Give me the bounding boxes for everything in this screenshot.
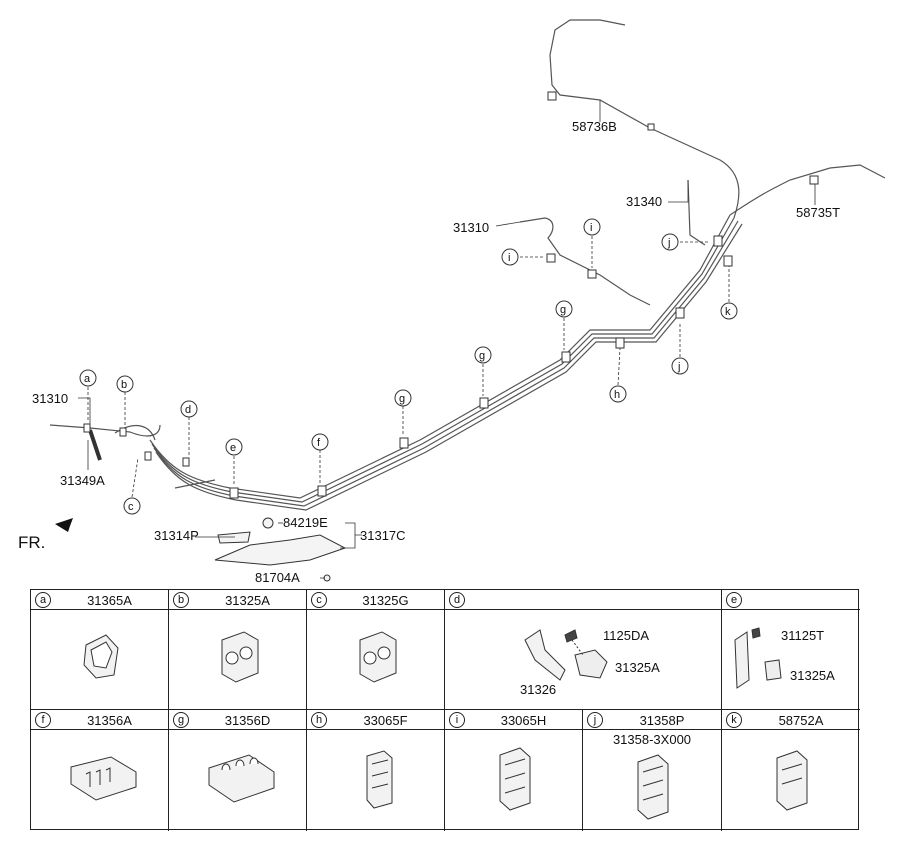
- legend-part-c: 31325G: [362, 593, 409, 608]
- part-label-84219E: 84219E: [283, 515, 328, 530]
- legend-cell-f: f 31356A: [31, 710, 169, 831]
- legend-cell-e: e 31125T 31325A: [722, 590, 860, 710]
- legend-callout-31325A-d: 31325A: [615, 660, 660, 675]
- clip-31325A-icon: [221, 631, 259, 683]
- part-label-31310-right: 31310: [453, 220, 489, 235]
- legend-letter-j: j: [587, 712, 603, 728]
- legend-letter-i: i: [449, 712, 465, 728]
- svg-text:g: g: [479, 350, 485, 362]
- legend-letter-b: b: [173, 592, 189, 608]
- legend-cell-c: c 31325G: [307, 590, 445, 710]
- main-fuel-lines: [149, 214, 743, 511]
- legend-callout-1125DA: 1125DA: [603, 628, 650, 643]
- part-label-31340: 31340: [626, 194, 662, 209]
- legend-letter-g: g: [173, 712, 189, 728]
- part-label-58735T: 58735T: [796, 205, 840, 220]
- svg-text:j: j: [677, 361, 680, 373]
- part-label-31349A: 31349A: [60, 473, 105, 488]
- clip-58752A-icon: [776, 750, 808, 811]
- clip-callout-j2: j: [671, 357, 689, 375]
- clip-31365A-icon: [83, 634, 119, 679]
- clip-31356A-icon: [70, 756, 137, 801]
- legend-letter-f: f: [35, 712, 51, 728]
- legend-letter-e: e: [726, 592, 742, 608]
- svg-text:j: j: [667, 237, 670, 249]
- clip-31325G-icon: [359, 631, 397, 683]
- svg-text:g: g: [399, 393, 405, 405]
- legend-part-h: 33065F: [363, 713, 408, 728]
- clip-callout-a: a: [79, 369, 97, 387]
- clip-callout-d: d: [180, 400, 198, 418]
- svg-text:d: d: [185, 404, 191, 416]
- front-label: FR.: [18, 533, 45, 552]
- front-arrow-icon: [55, 518, 73, 532]
- clip-callout-g1: g: [394, 389, 412, 407]
- legend-sub-part-j: 31358-3X000: [612, 732, 692, 747]
- clip-callout-f: f: [311, 433, 329, 451]
- legend-letter-a: a: [35, 592, 51, 608]
- part-label-31314P: 31314P: [154, 528, 199, 543]
- legend-callout-31325A-e: 31325A: [790, 668, 835, 683]
- svg-text:g: g: [560, 304, 566, 316]
- svg-text:e: e: [230, 442, 236, 454]
- fuel-line-diagram: FR. 31310 31349A 31314P 84219E 31317C 81…: [18, 19, 886, 585]
- heat-shield: [214, 517, 347, 582]
- legend-letter-c: c: [311, 592, 327, 608]
- svg-text:c: c: [128, 501, 134, 513]
- clip-callout-b: b: [116, 375, 134, 393]
- legend-part-k: 58752A: [778, 713, 824, 728]
- clip-callout-e: e: [225, 438, 243, 456]
- clip-31356D-icon: [208, 754, 275, 803]
- legend-part-i: 33065H: [500, 713, 547, 728]
- bracket-31326-icon: [524, 629, 608, 681]
- clip-33065H-icon: [499, 747, 531, 811]
- legend-cell-b: b 31325A: [169, 590, 307, 710]
- legend-cell-g: g 31356D: [169, 710, 307, 831]
- legend-letter-k: k: [726, 712, 742, 728]
- part-label-81704A: 81704A: [255, 570, 300, 585]
- part-label-58736B: 58736B: [572, 119, 617, 134]
- part-label-31310-left: 31310: [32, 391, 68, 406]
- legend-cell-a: a 31365A: [31, 590, 169, 710]
- clip-callout-g2: g: [474, 346, 492, 364]
- svg-text:i: i: [590, 222, 592, 234]
- legend-letter-d: d: [449, 592, 465, 608]
- clip-callout-i2: i: [583, 218, 601, 236]
- legend-part-b: 31325A: [225, 593, 270, 608]
- legend-cell-k: k 58752A: [722, 710, 860, 831]
- clip-callout-i1: i: [501, 248, 519, 266]
- svg-text:k: k: [725, 306, 731, 318]
- svg-text:b: b: [121, 379, 127, 391]
- clip-callout-g3: g: [555, 300, 573, 318]
- legend-cell-h: h 33065F: [307, 710, 445, 831]
- legend-part-g: 31356D: [224, 713, 271, 728]
- svg-text:a: a: [84, 373, 91, 385]
- svg-text:f: f: [317, 437, 321, 449]
- legend-callout-31326: 31326: [520, 682, 557, 697]
- svg-text:h: h: [614, 389, 620, 401]
- bracket-31125T-icon: [734, 627, 782, 689]
- part-label-31317C: 31317C: [360, 528, 406, 543]
- legend-part-j: 31358P: [639, 713, 685, 728]
- legend-cell-i: i 33065H: [445, 710, 583, 831]
- clip-callout-h: h: [609, 385, 627, 403]
- legend-part-f: 31356A: [87, 713, 132, 728]
- legend-cell-d: d 1125DA 31325A 31326: [445, 590, 722, 710]
- legend-callout-31125T: 31125T: [781, 628, 825, 643]
- legend-part-a: 31365A: [87, 593, 132, 608]
- legend-cell-j: j 31358P 31358-3X000: [583, 710, 722, 831]
- legend-letter-h: h: [311, 712, 327, 728]
- clip-33065F-icon: [366, 750, 393, 809]
- clip-31358P-icon: [637, 754, 669, 820]
- clip-callout-j1: j: [661, 233, 679, 251]
- clip-callout-k: k: [720, 302, 738, 320]
- svg-text:i: i: [508, 252, 510, 264]
- clip-callout-c: c: [123, 497, 141, 515]
- parts-legend-table: a 31365A b 31325A c 31325G d 1125DA 31325A …: [30, 589, 860, 831]
